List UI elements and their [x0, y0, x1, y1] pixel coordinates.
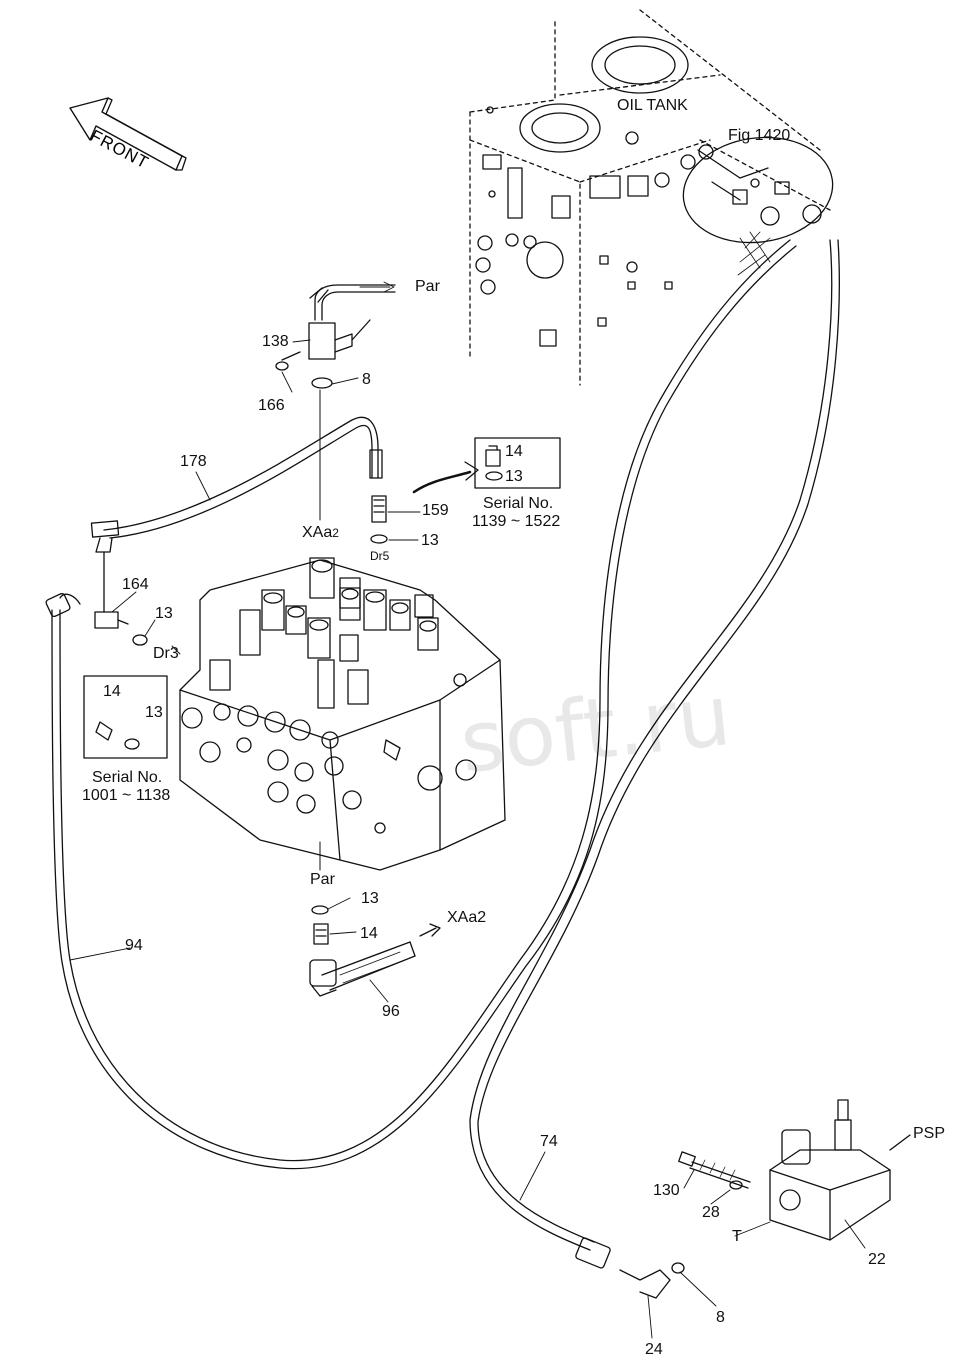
- serial-box-2-label: Serial No.: [92, 769, 163, 786]
- callout-28: 28: [702, 1204, 720, 1221]
- callout-13-dr5: 13: [421, 532, 439, 549]
- port-dr3: Dr3: [153, 645, 179, 662]
- bolt-130: [678, 1151, 751, 1190]
- callout-14-par: 14: [360, 925, 378, 942]
- callout-24: 24: [645, 1341, 663, 1358]
- callout-74: 74: [540, 1133, 558, 1150]
- port-par-top: Par: [415, 278, 440, 295]
- port-dr5: Dr5: [370, 549, 390, 563]
- front-arrow-icon: [69, 97, 187, 171]
- hose-74: [469, 231, 840, 1299]
- hose-94: [45, 239, 797, 1170]
- fitting-159: [370, 461, 479, 544]
- serial-box-2-range: 1001 ~ 1138: [82, 787, 171, 804]
- hose-178: [90, 416, 383, 606]
- callout-13-dr3: 13: [155, 605, 173, 622]
- callout-166: 166: [258, 397, 285, 414]
- callout-22: 22: [868, 1251, 886, 1268]
- serial-box-2: [83, 675, 168, 759]
- oil-tank: [469, 9, 831, 386]
- fitting-14-par: [311, 905, 329, 945]
- fitting-138: [275, 284, 396, 521]
- serial-box-1-label: Serial No.: [483, 495, 554, 512]
- serial-box-1-part-a: 14: [505, 443, 523, 460]
- callout-96: 96: [382, 1003, 400, 1020]
- hose-96: [309, 923, 441, 997]
- fig-1420-detail: [680, 136, 834, 244]
- port-xaa2-top: XAa2: [302, 524, 339, 541]
- serial-box-2-part-b: 13: [145, 704, 163, 721]
- valve-psp-22: [769, 1099, 911, 1241]
- callout-13-par: 13: [361, 890, 379, 907]
- callout-8-top: 8: [362, 371, 371, 388]
- port-xaa2-bottom: XAa2: [447, 909, 487, 926]
- callout-178: 178: [180, 453, 207, 470]
- callout-138: 138: [262, 333, 289, 350]
- control-valve: [179, 557, 506, 871]
- fig-1420-label: Fig 1420: [728, 127, 791, 144]
- callout-8-bottom: 8: [716, 1309, 725, 1326]
- oil-tank-label: OIL TANK: [617, 97, 688, 114]
- callout-159: 159: [422, 502, 449, 519]
- leader-lines: [69, 281, 866, 1339]
- serial-box-1-range: 1139 ~ 1522: [472, 513, 561, 530]
- callout-164: 164: [122, 576, 149, 593]
- serial-box-1: [474, 437, 561, 489]
- port-t: T: [732, 1228, 742, 1245]
- port-psp: PSP: [913, 1125, 946, 1142]
- serial-box-1-part-b: 13: [505, 468, 523, 485]
- serial-box-2-part-a: 14: [103, 683, 121, 700]
- callout-130: 130: [653, 1182, 680, 1199]
- callout-94: 94: [125, 937, 143, 954]
- fitting-164: [94, 604, 148, 646]
- port-par-bottom: Par: [310, 871, 335, 888]
